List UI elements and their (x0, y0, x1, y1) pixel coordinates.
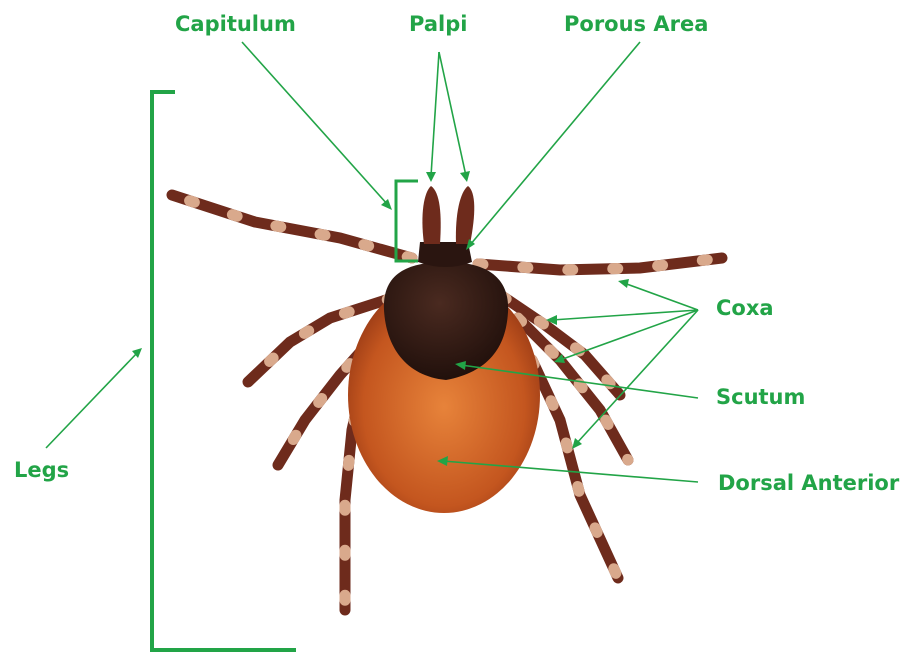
label-scutum: Scutum (716, 387, 805, 408)
tick-capitulum (418, 242, 472, 267)
bracket-legs (152, 92, 296, 650)
arrowhead-capitulum (381, 199, 392, 210)
label-legs: Legs (14, 460, 69, 481)
pointer-capitulum (242, 42, 388, 205)
arrowhead-palpi-left (426, 172, 436, 182)
label-porous-area: Porous Area (564, 14, 708, 35)
pointer-coxa-4 (576, 310, 698, 444)
pointer-porous-area (470, 42, 640, 245)
tick-palp-left (422, 186, 440, 244)
label-coxa: Coxa (716, 298, 774, 319)
pointer-legs (46, 352, 138, 448)
pointer-palpi-right (439, 52, 466, 176)
tick-palp-right (456, 186, 474, 244)
arrowhead-palpi-right (460, 171, 470, 182)
pointer-palpi-left (431, 52, 439, 176)
label-dorsal-anterior: Dorsal Anterior (718, 473, 899, 494)
arrowhead-coxa-1 (618, 279, 629, 288)
label-capitulum: Capitulum (175, 14, 296, 35)
label-palpi: Palpi (409, 14, 467, 35)
pointer-coxa-1 (624, 283, 698, 310)
